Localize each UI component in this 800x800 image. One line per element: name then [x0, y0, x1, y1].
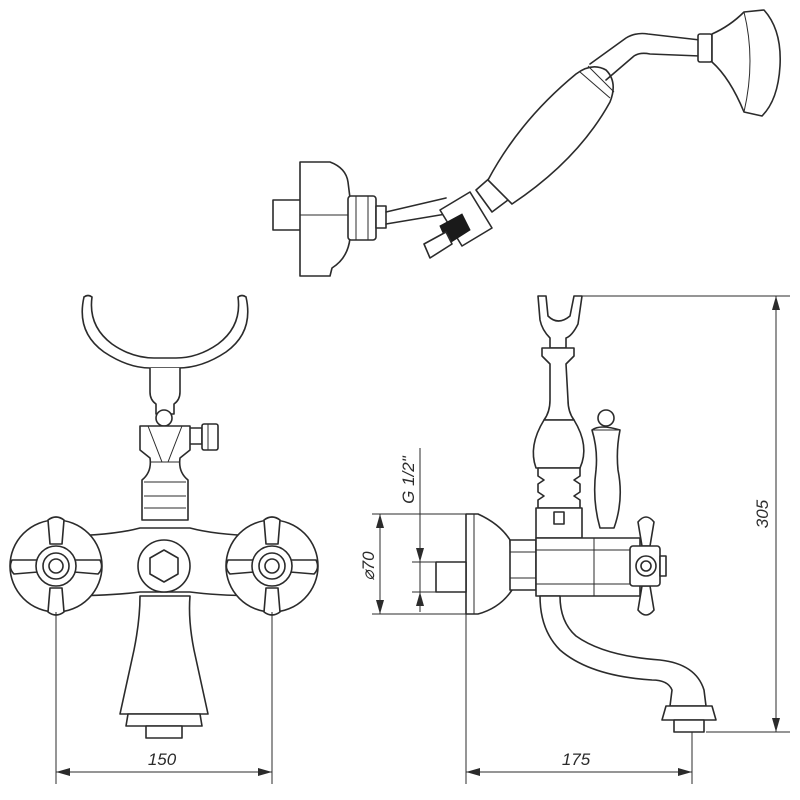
neck-tube [589, 32, 701, 81]
cradle-stem [149, 368, 181, 415]
side-lower-column [535, 507, 583, 539]
right-cross-handle [225, 516, 319, 616]
side-spout-ring [661, 705, 717, 721]
dimension-thread-label: G 1/2" [399, 455, 418, 504]
side-body [535, 537, 641, 597]
shower-cradle [81, 294, 249, 369]
dimension-thread [412, 448, 436, 612]
outlet-rod [272, 199, 304, 231]
left-cross-handle [9, 516, 103, 616]
shower-handle [487, 66, 614, 205]
side-inlet-pipe [435, 561, 467, 593]
hose [385, 197, 447, 225]
dimension-height-label: 305 [753, 499, 772, 528]
side-nut [509, 539, 537, 591]
side-ball [532, 419, 585, 469]
dimension-depth-label: 175 [562, 750, 591, 769]
side-cross-handle [629, 516, 667, 616]
side-cradle [537, 295, 583, 349]
front-spout [119, 595, 209, 715]
diverter-knob-top [155, 409, 173, 427]
neck-collar [697, 33, 713, 63]
wall-flange [299, 161, 351, 277]
connector-ring [375, 205, 387, 229]
dimension-depth [465, 614, 693, 784]
side-wall-flange [465, 513, 513, 615]
front-view: 150 [9, 294, 319, 784]
dimension-width [55, 612, 273, 784]
center-nut [149, 549, 179, 583]
shower-head [711, 9, 781, 117]
holder-head [423, 191, 493, 259]
side-upper-column [541, 347, 575, 421]
dimension-height [580, 295, 790, 733]
hand-shower-view [272, 9, 781, 277]
dimension-flange-diameter-label: ⌀70 [359, 551, 378, 581]
side-rings [537, 467, 581, 509]
front-spout-ring [125, 713, 203, 727]
diverter-lever [185, 423, 219, 451]
dimension-flange-diameter [372, 513, 466, 615]
connector-nut [347, 195, 377, 241]
dimension-width-label: 150 [148, 750, 177, 769]
side-spout [539, 595, 707, 707]
front-column [139, 425, 191, 521]
side-aerator [673, 719, 705, 733]
side-diverter-lever [591, 409, 622, 529]
side-view: 175 305 ⌀70 G 1/2" [359, 295, 790, 784]
front-aerator [145, 725, 183, 739]
